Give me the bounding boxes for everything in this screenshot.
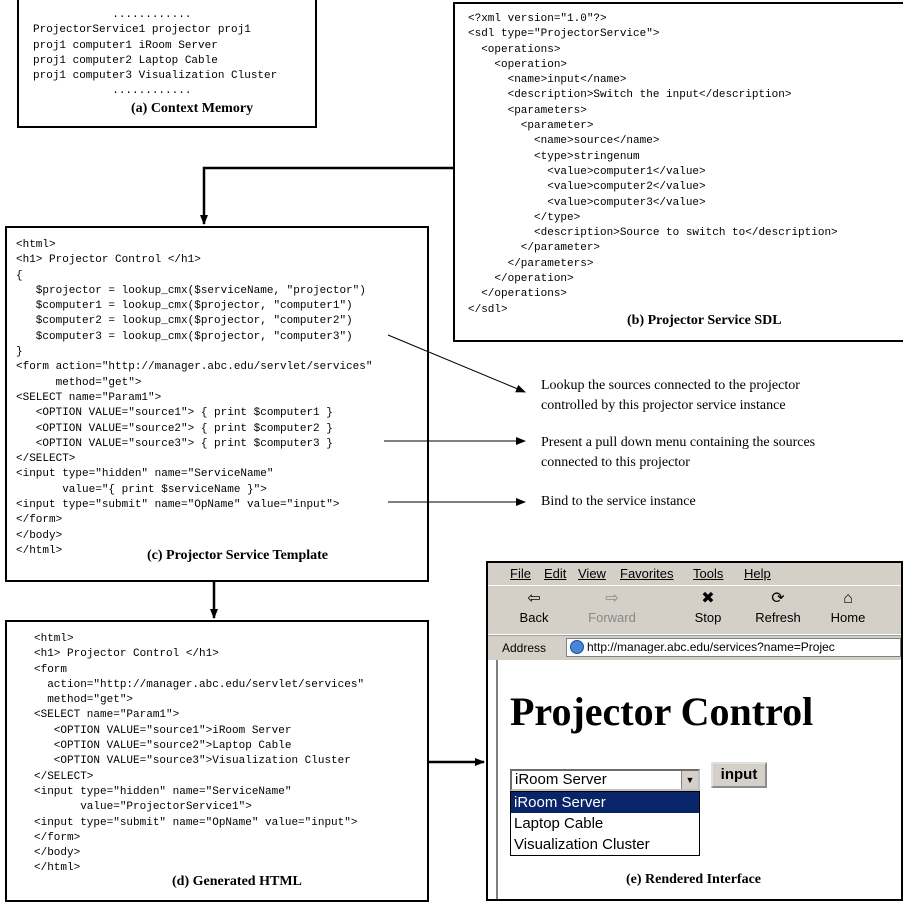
source-select[interactable]: iRoom Server ▼ [510, 769, 700, 791]
sdl-to-template-arrow [200, 166, 453, 225]
source-dropdown-list: iRoom Server Laptop Cable Visualization … [510, 791, 700, 856]
sdl-box: <?xml version="1.0"?> <sdl type="Project… [453, 2, 903, 342]
address-bar: Address http://manager.abc.edu/services?… [488, 635, 901, 660]
template-box: <html> <h1> Projector Control </h1> { $p… [5, 226, 429, 582]
browser-menubar: File Edit View Favorites Tools Help [488, 563, 901, 585]
chevron-down-icon[interactable]: ▼ [681, 771, 698, 789]
dropdown-option[interactable]: iRoom Server [511, 792, 699, 813]
generated-html-caption: (d) Generated HTML [172, 874, 302, 889]
home-icon: ⌂ [843, 590, 853, 607]
menu-file[interactable]: File [510, 566, 531, 581]
rendered-browser-window: File Edit View Favorites Tools Help ⇦ Ba… [486, 561, 903, 901]
menu-favorites[interactable]: Favorites [620, 566, 674, 581]
context-memory-box: ............ ProjectorService1 projector… [17, 0, 317, 128]
rendered-page: Projector Control iRoom Server ▼ input i… [496, 660, 901, 899]
stop-icon: ✖ [701, 590, 715, 607]
address-label: Address [502, 641, 547, 655]
source-select-value: iRoom Server [515, 771, 607, 788]
menu-edit[interactable]: Edit [544, 566, 567, 581]
menu-tools[interactable]: Tools [693, 566, 724, 581]
stop-button[interactable]: ✖ Stop [678, 588, 738, 625]
stop-button-label: Stop [694, 610, 722, 625]
back-button[interactable]: ⇦ Back [504, 588, 564, 625]
home-button[interactable]: ⌂ Home [818, 588, 878, 625]
menu-help[interactable]: Help [744, 566, 771, 581]
page-globe-icon [570, 640, 584, 654]
generated-html-code: <html> <h1> Projector Control </h1> <for… [34, 633, 365, 875]
refresh-icon: ⟳ [771, 590, 785, 607]
menu-view[interactable]: View [578, 566, 606, 581]
lookup-annotation: Lookup the sources connected to the proj… [541, 378, 800, 413]
lookup-pointer-arrow [387, 334, 526, 393]
context-memory-caption: (a) Context Memory [131, 101, 254, 116]
back-button-label: Back [519, 610, 549, 625]
dropdown-option[interactable]: Laptop Cable [514, 815, 604, 832]
back-arrow-icon: ⇦ [527, 590, 541, 607]
context-memory-code: ............ ProjectorService1 projector… [33, 9, 278, 98]
forward-button-label: Forward [588, 610, 636, 625]
input-submit-button[interactable]: input [711, 762, 767, 788]
page-title: Projector Control [510, 689, 814, 734]
address-url: http://manager.abc.edu/services?name=Pro… [587, 640, 835, 654]
refresh-button-label: Refresh [755, 610, 801, 625]
template-code: <html> <h1> Projector Control </h1> { $p… [16, 239, 373, 557]
address-input[interactable]: http://manager.abc.edu/services?name=Pro… [566, 638, 901, 657]
forward-button[interactable]: ⇨ Forward [582, 588, 642, 625]
template-caption: (c) Projector Service Template [147, 548, 329, 563]
rendered-interface-caption: (e) Rendered Interface [626, 872, 762, 887]
browser-toolbar: ⇦ Back ⇨ Forward ✖ Stop ⟳ Refresh ⌂ Home [488, 585, 901, 634]
pulldown-annotation: Present a pull down menu containing the … [541, 435, 816, 470]
dropdown-option[interactable]: Visualization Cluster [514, 836, 650, 853]
bind-annotation: Bind to the service instance [541, 494, 696, 509]
forward-arrow-icon: ⇨ [605, 590, 619, 607]
refresh-button[interactable]: ⟳ Refresh [748, 588, 808, 625]
sdl-caption: (b) Projector Service SDL [627, 313, 782, 328]
generated-html-box: <html> <h1> Projector Control </h1> <for… [5, 620, 429, 902]
sdl-code: <?xml version="1.0"?> <sdl type="Project… [468, 13, 838, 316]
home-button-label: Home [830, 610, 866, 625]
